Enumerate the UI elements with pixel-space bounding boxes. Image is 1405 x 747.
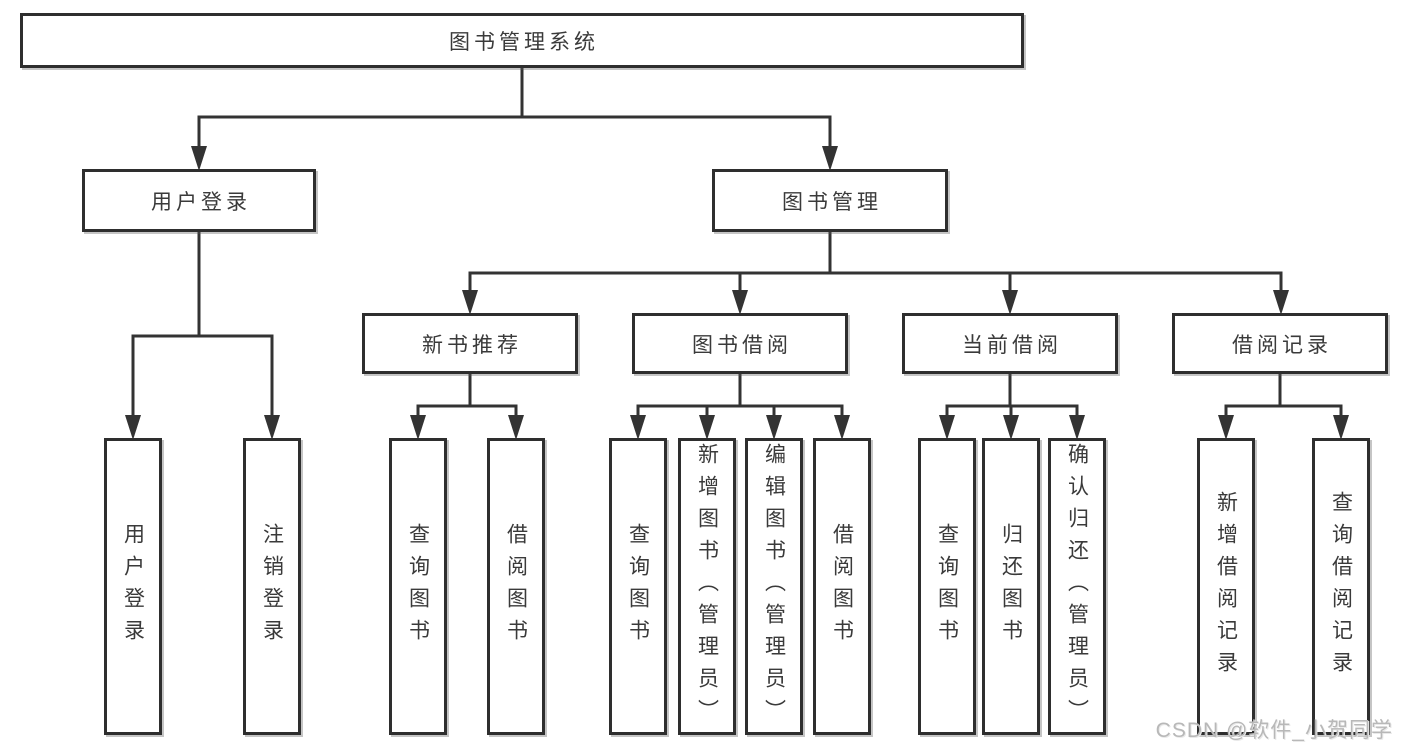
leaf-logout: 注销登录	[243, 438, 301, 735]
connector-stems	[131, 66, 1343, 417]
leaf-label: 用户登录	[121, 522, 145, 651]
node-label: 借阅记录	[1232, 333, 1332, 357]
node-new-book-recommendation: 新书推荐	[362, 313, 578, 374]
node-book-management: 图书管理	[712, 169, 948, 232]
node-borrowing-records: 借阅记录	[1172, 313, 1388, 374]
node-label: 图书管理	[782, 190, 882, 214]
node-user-login: 用户登录	[82, 169, 316, 232]
leaf-label: 查询图书	[406, 522, 430, 651]
leaf-label: 确认归还（管理员）	[1065, 442, 1089, 731]
leaf-label: 编辑图书（管理员）	[762, 442, 786, 731]
node-label: 图书借阅	[692, 333, 792, 357]
node-label: 当前借阅	[962, 333, 1062, 357]
leaf-current-return-books: 归还图书	[982, 438, 1040, 735]
leaf-borrowing-borrow-books: 借阅图书	[813, 438, 871, 735]
node-label: 用户登录	[151, 190, 251, 214]
leaf-borrowing-edit-books-admin: 编辑图书（管理员）	[745, 438, 803, 735]
leaf-label: 注销登录	[260, 522, 284, 651]
leaf-label: 查询图书	[935, 522, 959, 651]
leaf-current-confirm-return-admin: 确认归还（管理员）	[1048, 438, 1106, 735]
leaf-label: 查询图书	[626, 522, 650, 651]
leaf-recommend-query-books: 查询图书	[389, 438, 447, 735]
leaf-records-query-borrow-record: 查询借阅记录	[1312, 438, 1370, 735]
node-label: 图书管理系统	[449, 30, 599, 54]
leaf-borrowing-add-books-admin: 新增图书（管理员）	[678, 438, 736, 735]
node-current-borrowing: 当前借阅	[902, 313, 1118, 374]
node-book-borrowing: 图书借阅	[632, 313, 848, 374]
node-label: 新书推荐	[422, 333, 522, 357]
leaf-label: 归还图书	[999, 522, 1023, 651]
leaf-label: 借阅图书	[830, 522, 854, 651]
leaf-label: 查询借阅记录	[1329, 490, 1353, 683]
leaf-records-add-borrow-record: 新增借阅记录	[1197, 438, 1255, 735]
leaf-user-login: 用户登录	[104, 438, 162, 735]
node-library-management-system: 图书管理系统	[20, 13, 1024, 68]
leaf-recommend-borrow-books: 借阅图书	[487, 438, 545, 735]
arrowheads	[125, 146, 1349, 440]
leaf-label: 新增图书（管理员）	[695, 442, 719, 731]
leaf-borrowing-query-books: 查询图书	[609, 438, 667, 735]
leaf-current-query-books: 查询图书	[918, 438, 976, 735]
leaf-label: 借阅图书	[504, 522, 528, 651]
watermark: CSDN @软件_小贺同学	[1155, 719, 1393, 742]
leaf-label: 新增借阅记录	[1214, 490, 1238, 683]
